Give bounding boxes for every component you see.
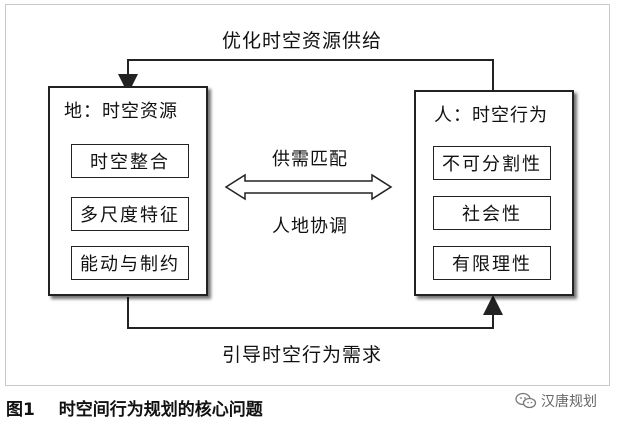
watermark: 汉唐规划 xyxy=(515,391,597,411)
bidirectional-arrow xyxy=(224,173,393,201)
figure-number: 图1 xyxy=(6,400,35,420)
left-item-3: 能动与制约 xyxy=(71,246,189,280)
right-panel: 人：时空行为 不可分割性 社会性 有限理性 xyxy=(414,90,574,296)
left-panel-title: 地：时空资源 xyxy=(64,101,178,122)
wechat-icon xyxy=(515,392,537,409)
bottom-flow-label: 引导时空行为需求 xyxy=(222,344,383,366)
watermark-text: 汉唐规划 xyxy=(541,394,597,410)
right-panel-title: 人：时空行为 xyxy=(434,105,548,126)
top-flow-label: 优化时空资源供给 xyxy=(222,30,383,52)
figure-caption: 图1 时空间行为规划的核心问题 xyxy=(6,395,263,420)
left-panel: 地：时空资源 时空整合 多尺度特征 能动与制约 xyxy=(48,86,208,296)
center-bottom-label: 人地协调 xyxy=(272,216,348,237)
right-item-2: 社会性 xyxy=(433,196,551,230)
right-item-1: 不可分割性 xyxy=(433,146,551,180)
bottom-loop-arrow xyxy=(127,295,503,329)
right-item-3: 有限理性 xyxy=(433,246,551,280)
figure-title: 时空间行为规划的核心问题 xyxy=(58,400,263,420)
left-item-2: 多尺度特征 xyxy=(71,197,189,231)
center-top-label: 供需匹配 xyxy=(272,149,348,170)
top-loop-arrow xyxy=(118,59,494,94)
left-item-1: 时空整合 xyxy=(71,144,189,178)
